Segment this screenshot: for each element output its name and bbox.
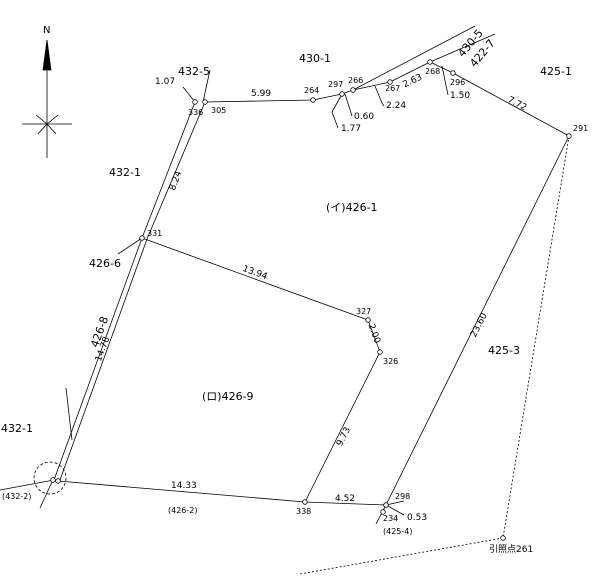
reference-point-marker [500, 535, 506, 541]
lot-432-1-left: 432-1 [1, 422, 33, 435]
dim-2-24: 2.24 [386, 101, 407, 111]
point-305: 305 [211, 106, 227, 115]
lot-430-1: 430-1 [299, 52, 331, 65]
dim-0-53: 0.53 [407, 513, 428, 523]
label-432-2: (432-2) [2, 492, 32, 501]
north-arrow-head-icon [42, 39, 52, 71]
point-297: 297 [328, 80, 344, 89]
boundary-305-264 [204, 99, 314, 103]
boundary-296-291 [452, 72, 570, 137]
dim-1-07: 1.07 [155, 77, 176, 87]
lot-432-1-top: 432-1 [109, 166, 141, 179]
point-234: 234 [383, 514, 399, 523]
boundary-336-331 [141, 101, 196, 239]
point-291: 291 [573, 124, 589, 133]
boundary-331-327 [141, 237, 369, 321]
dim-4-52: 4.52 [335, 494, 356, 504]
boundary-331-left-b [59, 238, 148, 481]
point-266: 266 [348, 76, 364, 85]
label-426-2: (426-2) [168, 506, 198, 515]
boundary-298-338 [304, 501, 387, 506]
north-arrow-star-icon [35, 114, 48, 135]
lot-426-6: 426-6 [89, 257, 121, 270]
point-264: 264 [304, 86, 320, 95]
reference-point-label: 引照点261 [489, 545, 534, 555]
dim-1-77: 1.77 [341, 124, 362, 134]
corner-detail-circle [33, 461, 67, 495]
boundary-327-326 [367, 319, 381, 353]
dim-14-33: 14.33 [171, 481, 197, 491]
dim-5-99: 5.99 [251, 89, 272, 99]
point-267: 267 [385, 84, 401, 93]
reference-line-bottom [299, 537, 504, 575]
boundary-331-left-a [53, 237, 143, 481]
point-296: 296 [450, 78, 466, 87]
boundary-326-338 [304, 351, 381, 503]
lot-432-5: 432-5 [178, 65, 210, 78]
boundary-338-left [57, 480, 306, 503]
label-425-4: (425-4) [383, 527, 413, 536]
lot-425-3: 425-3 [488, 344, 520, 357]
point-268: 268 [425, 67, 441, 76]
dim-1-50: 1.50 [450, 91, 471, 101]
north-label: N [43, 25, 51, 36]
lot-426-9: (ロ)426-9 [202, 390, 254, 403]
point-298: 298 [395, 492, 411, 501]
lot-425-1: 425-1 [540, 65, 572, 78]
point-336: 336 [188, 108, 204, 117]
lot-426-1: (イ)426-1 [326, 201, 378, 214]
reference-line-291 [502, 135, 570, 539]
point-331: 331 [147, 229, 163, 238]
point-338: 338 [296, 507, 312, 516]
dim-0-60: 0.60 [354, 112, 375, 122]
boundary-291-298 [385, 135, 570, 506]
point-326: 326 [383, 357, 399, 366]
point-327: 327 [356, 307, 372, 316]
